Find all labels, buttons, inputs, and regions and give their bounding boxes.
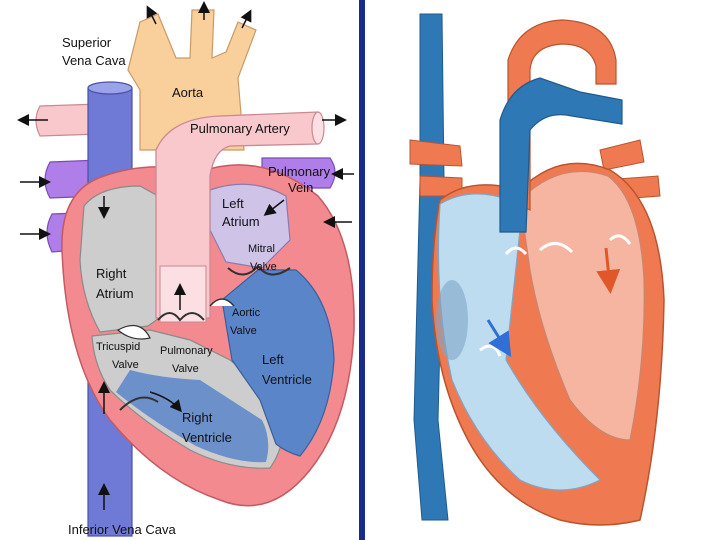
- right-pulmonary-vein-right-upper: [599, 139, 645, 171]
- arrow-la-in: [263, 199, 285, 216]
- label-left-ventricle-line1: Left: [262, 352, 284, 367]
- label-left-atrium-line2: Atrium: [222, 214, 260, 229]
- label-right-ventricle-line2: Ventricle: [182, 430, 232, 445]
- panel-divider: [359, 0, 365, 540]
- tricuspid-valve: [116, 324, 151, 340]
- arrow-aorta-left: [146, 5, 158, 25]
- label-pulmonary-valve-line1: Pulmonary: [160, 345, 213, 357]
- label-right-atrium-line1: Right: [96, 266, 127, 281]
- label-right-ventricle-line1: Right: [182, 410, 213, 425]
- right-aortic-valve: [539, 242, 574, 254]
- aorta-vessel: [127, 9, 257, 151]
- label-left-ventricle-line2: Ventricle: [262, 372, 312, 387]
- aortic-valve: [209, 298, 235, 307]
- label-tricuspid-valve-line2: Valve: [112, 359, 139, 371]
- label-mitral-valve-line1: Mitral: [248, 243, 275, 255]
- pulmonary-valve: [157, 312, 205, 322]
- arrow-aorta-right: [240, 9, 252, 29]
- label-left-atrium-line1: Left: [222, 196, 244, 211]
- label-pulmonary-valve-line2: Valve: [172, 363, 199, 375]
- left-heart-diagram: Superior Vena Cava Aorta Pulmonary Arter…: [17, 1, 355, 537]
- right-vena-cava: [413, 13, 449, 521]
- right-ventricle-valve: [119, 396, 159, 411]
- label-aortic-valve-line1: Aortic: [232, 307, 261, 319]
- right-pulmonary-valve: [504, 246, 528, 256]
- right-heart-diagram: [409, 13, 665, 526]
- label-pulmonary-vein-line1: Pulmonary: [268, 164, 331, 179]
- label-mitral-valve-line2: Valve: [250, 261, 277, 273]
- right-atrium: [79, 185, 163, 333]
- right-pulmonary-vein-left-upper: [409, 139, 463, 167]
- mitral-valve: [227, 264, 291, 276]
- pulmonary-artery-end: [311, 111, 325, 145]
- right-pulmonary-artery: [499, 77, 623, 233]
- label-superior-vena-cava-line2: Vena Cava: [62, 53, 126, 68]
- label-right-atrium-line2: Atrium: [96, 286, 134, 301]
- label-pulmonary-vein-line2: Vein: [288, 180, 313, 195]
- label-pulmonary-artery: Pulmonary Artery: [190, 121, 290, 136]
- label-aortic-valve-line2: Valve: [230, 325, 257, 337]
- label-inferior-vena-cava: Inferior Vena Cava: [68, 522, 176, 537]
- right-atrium-shadow: [436, 280, 468, 360]
- vena-cava-top: [87, 81, 133, 95]
- right-arrow-orange: [596, 247, 621, 294]
- label-tricuspid-valve-line1: Tricuspid: [96, 341, 140, 353]
- right-mitral-valve: [608, 234, 632, 245]
- label-aorta: Aorta: [172, 85, 204, 100]
- left-ventricle: [221, 269, 335, 457]
- right-arrow-blue: [486, 319, 512, 358]
- arrow-to-right-ventricle: [149, 391, 182, 413]
- label-superior-vena-cava-line1: Superior: [62, 35, 112, 50]
